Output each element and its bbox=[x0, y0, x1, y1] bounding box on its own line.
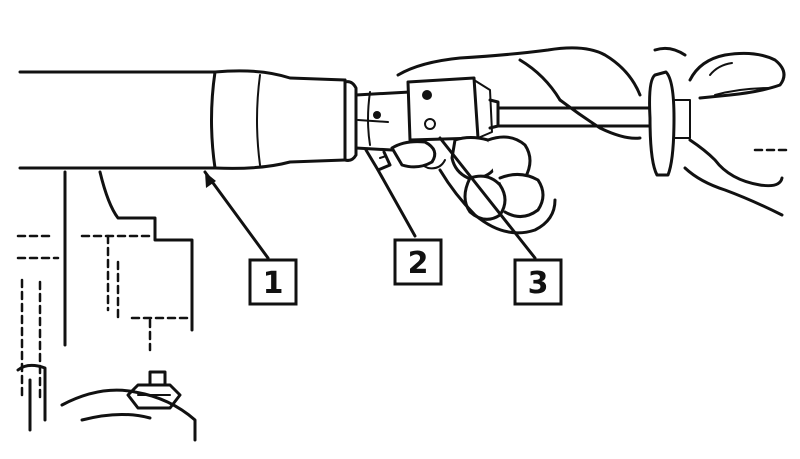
callout-3: 3 bbox=[513, 258, 563, 306]
yoke-coupling bbox=[354, 90, 412, 172]
puller-tool-block bbox=[406, 76, 500, 142]
background-frame bbox=[16, 170, 197, 442]
bolt-head bbox=[126, 370, 182, 410]
callout-1: 1 bbox=[248, 258, 298, 306]
callout-2: 2 bbox=[393, 238, 443, 286]
leader-lines bbox=[203, 136, 537, 260]
left-hand bbox=[390, 46, 642, 235]
right-hand bbox=[653, 46, 792, 217]
callout-2-label: 2 bbox=[408, 246, 429, 281]
steering-column bbox=[18, 69, 358, 170]
callout-3-label: 3 bbox=[528, 266, 549, 301]
callout-1-label: 1 bbox=[263, 266, 284, 301]
puller-shaft-handle bbox=[496, 70, 691, 177]
